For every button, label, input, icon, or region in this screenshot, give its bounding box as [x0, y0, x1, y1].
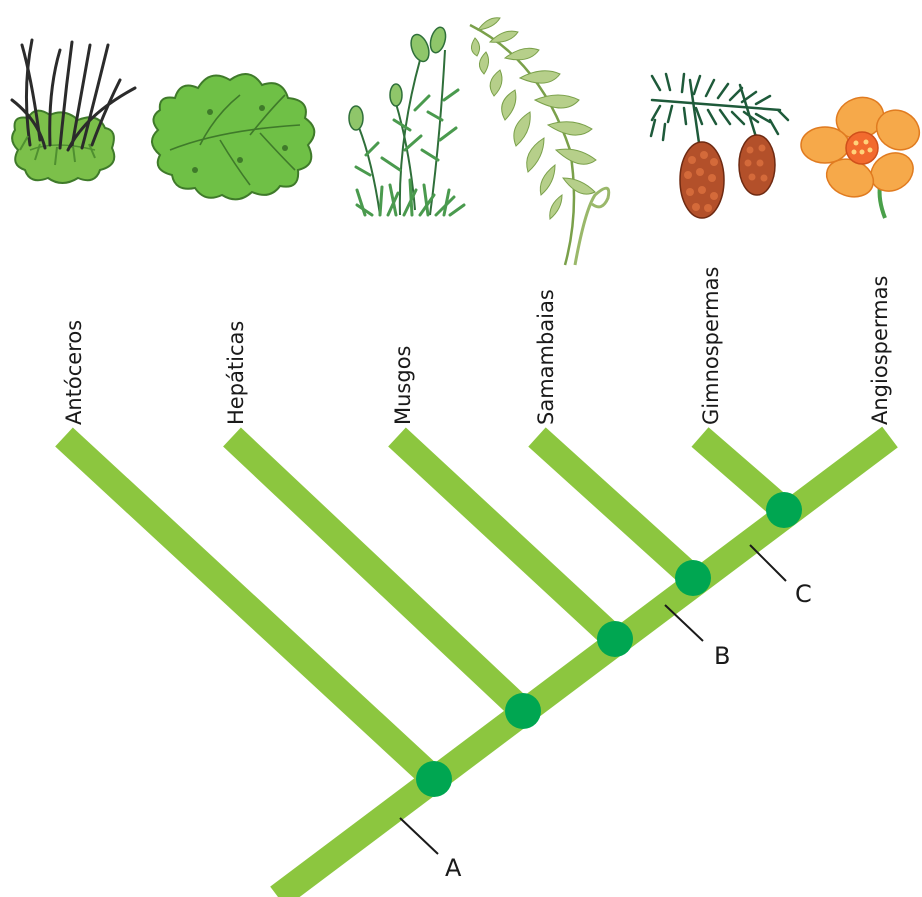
taxon-label-antoceros: Antóceros [62, 320, 86, 425]
branch-antoceros [64, 437, 434, 779]
node-2 [505, 693, 541, 729]
marker-label-a: A [445, 854, 462, 882]
taxon-label-hepaticas: Hepáticas [224, 321, 248, 425]
liverwort-icon [152, 74, 314, 199]
tree-branches [64, 437, 890, 897]
callout-line-c [750, 545, 786, 581]
node-3 [597, 621, 633, 657]
branch-samambaias [537, 437, 693, 578]
taxon-label-musgos: Musgos [391, 346, 415, 426]
taxon-label-samambaias: Samambaias [534, 289, 558, 425]
moss-icon [349, 26, 464, 215]
taxon-label-angiospermas: Angiospermas [868, 276, 892, 425]
flower-icon [801, 91, 922, 218]
branch-hepaticas [232, 437, 523, 711]
callout-line-a [400, 818, 438, 854]
callout-line-b [665, 605, 703, 641]
marker-label-b: B [714, 642, 730, 670]
node-4 [675, 560, 711, 596]
taxon-label-gimnospermas: Gimnospermas [699, 267, 723, 425]
pine-cone-icon [651, 74, 788, 218]
fern-icon [470, 18, 609, 265]
hornwort-icon [12, 40, 135, 183]
marker-label-c: C [795, 580, 812, 608]
node-5 [766, 492, 802, 528]
node-1 [416, 761, 452, 797]
